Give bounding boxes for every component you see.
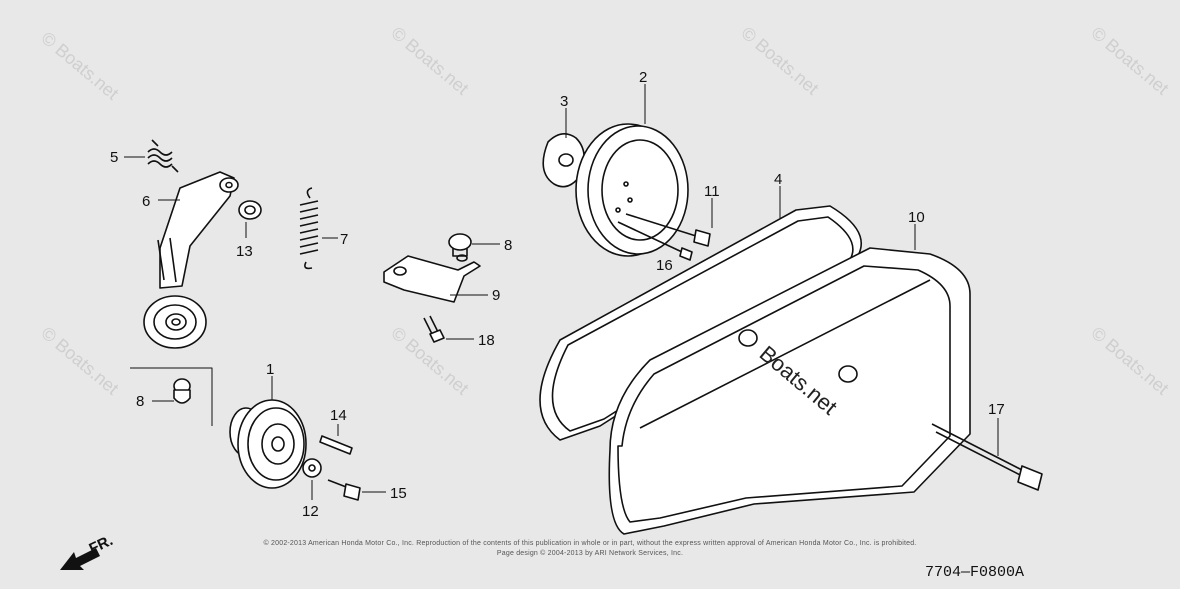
part-6-tension-arm[interactable] xyxy=(143,171,239,349)
part-2-drive-pulley[interactable] xyxy=(575,123,689,257)
part-10-belt-cover[interactable] xyxy=(608,247,971,535)
part-9-bracket[interactable] xyxy=(383,254,481,303)
copyright-line-1: © 2002-2013 American Honda Motor Co., In… xyxy=(263,540,917,547)
watermark: © Boats.net xyxy=(1087,323,1172,399)
diagram-code: 7704—F0800A xyxy=(925,564,1025,581)
part-1-idler-pulley[interactable] xyxy=(229,399,307,489)
part-8-bumper[interactable] xyxy=(173,378,191,404)
part-11-bolt[interactable] xyxy=(625,213,711,247)
part-14-key[interactable] xyxy=(319,435,353,455)
copyright-line-2: Page design © 2004-2013 by ARI Network S… xyxy=(496,550,684,557)
callout-2: 2 xyxy=(639,69,647,86)
watermark: © Boats.net xyxy=(37,323,122,399)
part-5-spring[interactable] xyxy=(147,139,179,173)
part-15-bolt[interactable] xyxy=(327,479,361,501)
callout-13: 13 xyxy=(236,243,253,260)
callout-8-lower: 8 xyxy=(136,393,144,410)
callout-4: 4 xyxy=(774,171,782,188)
part-17-long-bolt[interactable] xyxy=(931,423,1043,491)
part-8-bumper[interactable] xyxy=(448,233,472,257)
callout-7: 7 xyxy=(340,231,348,248)
callout-15: 15 xyxy=(390,485,407,502)
callout-10: 10 xyxy=(908,209,925,226)
callout-14: 14 xyxy=(330,407,347,424)
callout-17: 17 xyxy=(988,401,1005,418)
part-16-bolt[interactable] xyxy=(617,221,693,261)
callout-12: 12 xyxy=(302,503,319,520)
part-7-tension-spring[interactable] xyxy=(299,187,319,270)
callout-9: 9 xyxy=(492,287,500,304)
callout-6: 6 xyxy=(142,193,150,210)
watermark: © Boats.net xyxy=(737,23,822,99)
callout-3: 3 xyxy=(560,93,568,110)
watermark: © Boats.net xyxy=(1087,23,1172,99)
callout-1: 1 xyxy=(266,361,274,378)
callout-11: 11 xyxy=(704,183,720,200)
watermark: © Boats.net xyxy=(387,23,472,99)
callout-8-upper: 8 xyxy=(504,237,512,254)
watermark: © Boats.net xyxy=(37,28,122,104)
callout-16: 16 xyxy=(656,257,673,274)
callout-labels: 1 2 3 4 5 6 7 8 8 9 10 11 12 13 14 15 16… xyxy=(110,69,1005,520)
part-18-bolt[interactable] xyxy=(423,315,445,343)
callout-18: 18 xyxy=(478,332,495,349)
callout-5: 5 xyxy=(110,149,118,166)
part-12-washer[interactable] xyxy=(302,458,322,478)
part-13-collar[interactable] xyxy=(238,200,262,220)
